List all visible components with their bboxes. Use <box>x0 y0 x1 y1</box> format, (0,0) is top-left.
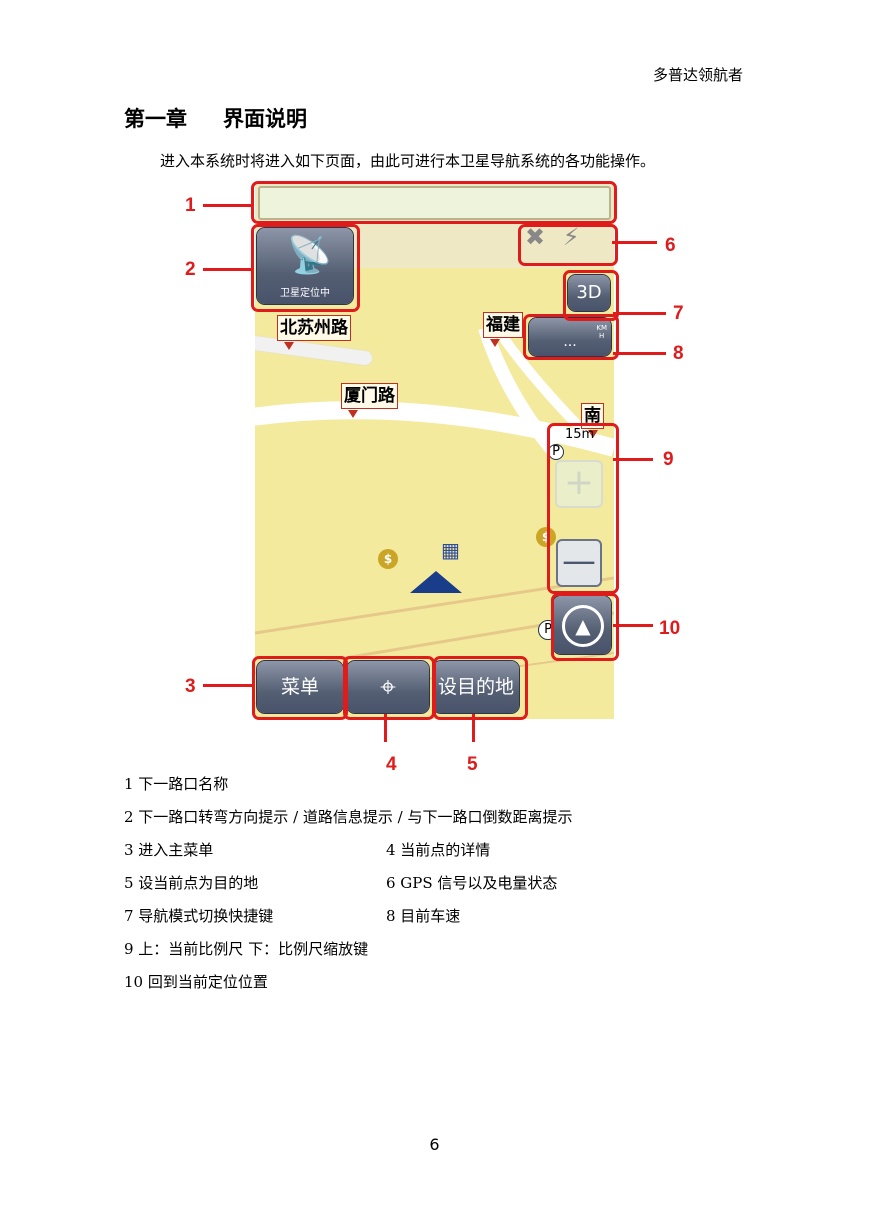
legend-list: 1 下一路口名称 2 下一路口转弯方向提示 / 道路信息提示 / 与下一路口倒数… <box>124 773 573 1004</box>
legend-row: 9 上：当前比例尺 下：比例尺缩放键 <box>124 940 369 958</box>
road-label-fujian: 福建 <box>483 312 523 347</box>
callout-line-7 <box>613 312 666 315</box>
callout-box-1 <box>251 181 617 224</box>
callout-line-9 <box>613 458 653 461</box>
callout-number-2: 2 <box>185 259 196 280</box>
view-mode-3d-button[interactable]: 3D <box>568 275 610 311</box>
menu-button[interactable]: 菜单 <box>257 661 343 713</box>
callout-box-8 <box>523 314 619 360</box>
gps-signal-icon: ✖ <box>525 223 546 251</box>
road-label-xiamen: 厦门路 <box>341 383 398 418</box>
callout-box-2 <box>251 224 360 312</box>
poi-building-icon: ▦ <box>441 538 460 562</box>
callout-line-8 <box>613 352 666 355</box>
callout-number-9: 9 <box>663 449 674 470</box>
callout-line-10 <box>613 624 653 627</box>
set-destination-button[interactable]: 设目的地 <box>433 661 519 713</box>
road-label-beisuzhou: 北苏州路 <box>277 315 351 350</box>
callout-line-6 <box>612 241 657 244</box>
zoom-out-button[interactable]: — <box>556 539 602 587</box>
page-number: 6 <box>429 1135 440 1154</box>
callout-number-7: 7 <box>673 303 684 324</box>
callout-box-9 <box>547 423 619 594</box>
callout-number-4: 4 <box>386 754 397 775</box>
recenter-location-button[interactable]: ▲ <box>553 596 611 654</box>
callout-box-4 <box>343 656 435 720</box>
callout-box-10 <box>551 593 619 661</box>
callout-box-6 <box>518 224 618 266</box>
callout-line-3 <box>203 684 252 687</box>
callout-box-5 <box>433 656 528 720</box>
document-header: 多普达领航者 <box>652 66 743 84</box>
satellite-status-button[interactable]: 📡 卫星定位中 <box>257 228 353 304</box>
next-road-name-bar <box>258 186 611 220</box>
speed-value: ... <box>563 334 577 350</box>
callout-number-5: 5 <box>467 754 478 775</box>
crosshair-icon: ⌖ <box>380 670 396 703</box>
callout-line-5 <box>472 714 475 742</box>
chapter-heading: 第一章 界面说明 <box>124 103 343 133</box>
callout-number-1: 1 <box>185 195 196 216</box>
intro-paragraph: 进入本系统时将进入如下页面，由此可进行本卫星导航系统的各功能操作。 <box>160 152 656 170</box>
callout-line-2 <box>203 268 252 271</box>
chapter-number: 第一章 <box>124 107 187 131</box>
callout-number-10: 10 <box>659 618 681 639</box>
callout-box-7 <box>563 270 619 321</box>
satellite-status-label: 卫星定位中 <box>280 288 330 299</box>
satellite-dish-icon: 📡 <box>287 235 332 276</box>
callout-number-8: 8 <box>673 343 684 364</box>
battery-plug-icon: ⚡ <box>562 223 580 251</box>
up-arrow-icon: ▲ <box>562 605 604 647</box>
status-icons: ✖ ⚡ <box>525 223 580 251</box>
map-scale: 15m <box>565 427 595 442</box>
legend-row: 2 下一路口转弯方向提示 / 道路信息提示 / 与下一路口倒数距离提示 <box>124 808 573 826</box>
road-label-nan: 南 <box>581 403 604 438</box>
poi-bank-icon: $ <box>378 549 398 569</box>
zoom-in-button[interactable]: + <box>555 460 603 508</box>
callout-box-3 <box>252 656 348 720</box>
callout-line-1 <box>203 204 252 207</box>
chapter-title: 界面说明 <box>223 107 307 131</box>
legend-row: 10 回到当前定位位置 <box>124 973 268 991</box>
poi-bank-icon-2: $ <box>536 527 556 547</box>
legend-row: 1 下一路口名称 <box>124 775 229 793</box>
callout-line-4 <box>384 714 387 742</box>
point-details-button[interactable]: ⌖ <box>347 661 429 713</box>
current-position-arrow-icon <box>410 571 462 593</box>
callout-number-6: 6 <box>665 235 676 256</box>
callout-number-3: 3 <box>185 676 196 697</box>
